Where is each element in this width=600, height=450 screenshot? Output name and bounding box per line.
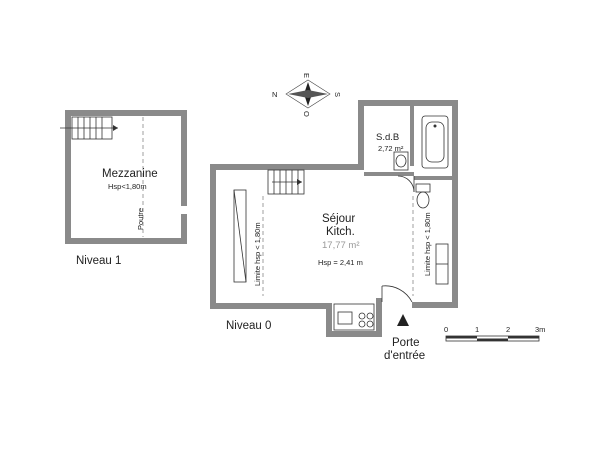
bathroom-area: 2,72 m²: [378, 144, 404, 153]
entrance-label-line: d'entrée: [384, 350, 425, 362]
wall-left: [210, 164, 216, 309]
bath-door: [397, 175, 415, 193]
mezzanine-wall-bottom: [65, 238, 187, 244]
wall-bottom-left: [210, 303, 332, 309]
beam-label: Poutre: [136, 208, 145, 230]
wall-right: [452, 100, 458, 308]
bathroom-name: S.d.B: [376, 132, 399, 143]
compass-rose: N E S O: [272, 73, 342, 117]
washbasin: [393, 151, 409, 171]
side-window: [435, 243, 449, 285]
living-room-sub: Kitch.: [326, 226, 355, 238]
wall-kitchen-left: [326, 303, 332, 337]
limit-left-label: Limite hsp < 1,80m: [253, 222, 262, 286]
level-1-plan: Poutre Mezzanine Hsp<1,80m Niveau 1: [60, 110, 187, 267]
entrance-arrow-icon: [397, 314, 409, 326]
level-0-plan: Limite hsp < 1,80m Limite hsp < 1,80m Sé…: [210, 100, 458, 337]
bathtub: [421, 115, 449, 169]
mezzanine-stair: [60, 116, 118, 140]
mezzanine-wall-right: [181, 110, 187, 206]
level-0-title: Niveau 0: [226, 320, 271, 332]
living-room-name: Séjour: [322, 213, 355, 225]
bath-partition: [410, 106, 414, 166]
toilet: [415, 183, 431, 209]
wall-kitchen-right: [376, 298, 382, 337]
living-room-height: Hsp = 2,41 m: [318, 258, 363, 267]
scale-tick-2: 2: [506, 325, 510, 334]
compass-west: O: [302, 111, 311, 117]
compass-south: S: [333, 92, 342, 97]
main-stair: [267, 169, 305, 195]
mezzanine-wall-left: [65, 110, 71, 244]
wall-top-left: [210, 164, 358, 170]
bath-wall-bottom: [364, 172, 414, 176]
compass-north: N: [272, 90, 277, 99]
mezzanine-name: Mezzanine: [102, 168, 158, 180]
mezzanine-height: Hsp<1,80m: [108, 182, 147, 191]
scale-bar: 0 1 2 3m: [444, 325, 545, 342]
scale-tick-3: 3m: [535, 325, 545, 334]
wall-top-right: [358, 100, 458, 106]
level-1-title: Niveau 1: [76, 255, 121, 267]
entrance-door: [381, 285, 413, 303]
mezzanine-wall-top: [65, 110, 187, 116]
cupboard: [233, 189, 247, 283]
living-room-area: 17,77 m²: [322, 240, 360, 251]
limit-right-label: Limite hsp < 1,80m: [423, 212, 432, 276]
scale-tick-0: 0: [444, 325, 448, 334]
scale-tick-1: 1: [475, 325, 479, 334]
wall-kitchen-bottom: [326, 331, 382, 337]
entrance-label-line: Porte: [392, 337, 420, 349]
wall-bottom-right: [412, 302, 458, 308]
compass-east: E: [302, 73, 311, 78]
kitchen-unit: [333, 303, 375, 331]
wall-step: [358, 100, 364, 170]
